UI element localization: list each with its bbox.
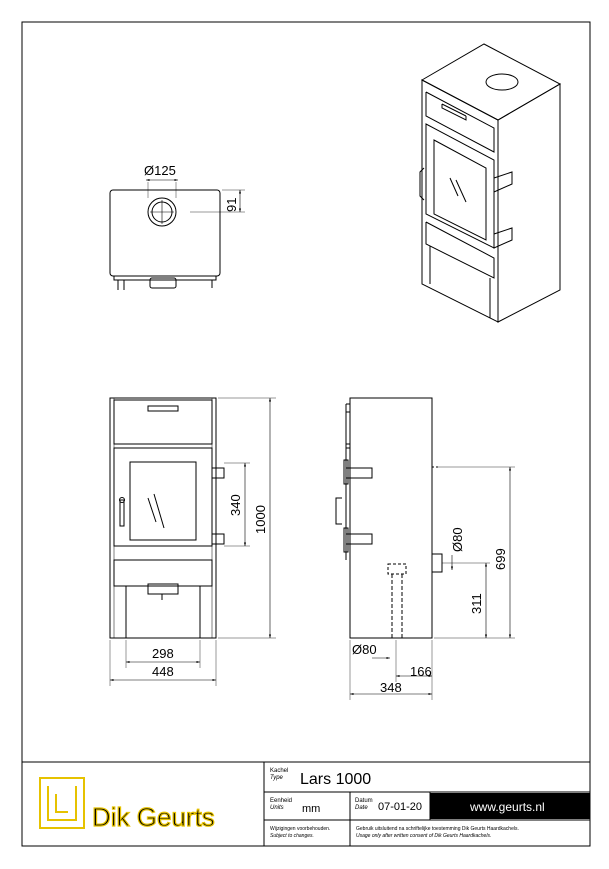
title-block — [22, 761, 590, 846]
type-value: Lars 1000 — [300, 771, 371, 788]
dim-door-height: 340 — [228, 494, 243, 516]
dim-bottom-flue-offset: 166 — [410, 664, 432, 679]
date-label: Datum — [355, 798, 373, 804]
dim-bottom-flue-diameter: Ø80 — [352, 642, 377, 657]
isometric-view — [419, 43, 562, 323]
usage-en: Usage only after written consent of Dik … — [356, 833, 491, 839]
side-view — [335, 397, 515, 700]
dim-top-flue-offset: 91 — [224, 198, 239, 212]
sheet-border — [21, 21, 591, 847]
front-view — [109, 397, 276, 686]
dim-top-flue-diameter: Ø125 — [144, 163, 176, 178]
dim-total-depth: 348 — [380, 680, 402, 695]
type-label-en: Type — [270, 775, 284, 781]
dim-total-width: 448 — [152, 664, 174, 679]
dim-rear-flue-height: 699 — [493, 548, 508, 570]
website-bar — [430, 793, 590, 819]
units-label: Eenheid — [270, 798, 292, 804]
website-link[interactable]: www.geurts.nl — [469, 800, 545, 814]
units-value: mm — [302, 803, 320, 815]
dik-geurts-logo — [39, 777, 85, 829]
date-value: 07-01-20 — [378, 801, 422, 813]
date-label-en: Date — [355, 805, 368, 811]
dim-air-inlet-height: 311 — [469, 593, 484, 614]
disclaimer-en: Subject to changes. — [270, 833, 314, 839]
units-label-en: Units — [270, 805, 284, 811]
dim-side-flue-diameter: Ø80 — [450, 527, 465, 552]
logo-text: Dik Geurts — [92, 802, 215, 832]
disclaimer-nl: Wijzigingen voorbehouden. — [270, 826, 330, 832]
type-label: Kachel — [270, 768, 288, 774]
top-view — [109, 178, 245, 290]
usage-nl: Gebruik uitsluitend na schriftelijke toe… — [356, 826, 519, 832]
dim-inner-width: 298 — [152, 646, 174, 661]
dim-total-height: 1000 — [253, 505, 268, 534]
